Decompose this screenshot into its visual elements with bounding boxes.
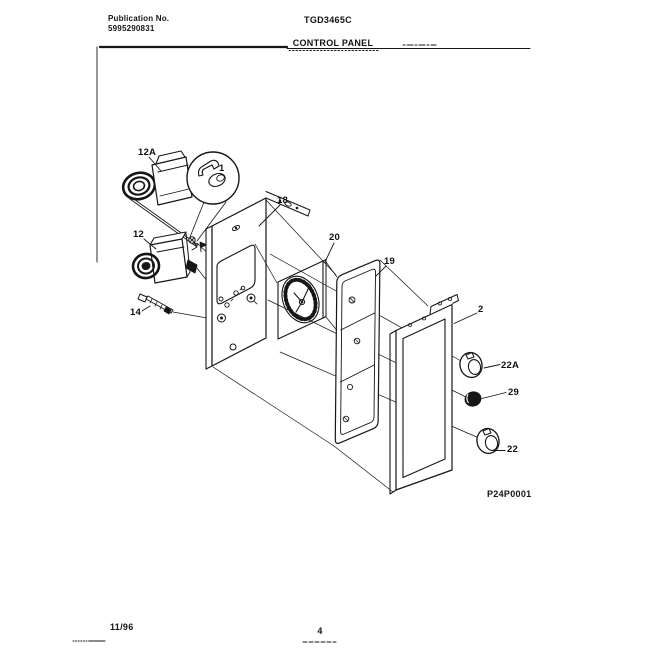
page-footer: 11/96 4	[72, 622, 337, 643]
leader-18	[258, 204, 281, 227]
knob-body	[459, 351, 483, 379]
callout-22a: 22A	[501, 360, 519, 371]
frame-opening	[402, 318, 446, 479]
leader-20	[324, 242, 335, 263]
model-number: TGD3465C	[304, 15, 352, 25]
capillary-coil	[121, 171, 157, 201]
knob-body	[476, 427, 500, 455]
panel-side-edge	[205, 225, 213, 370]
clip-part	[197, 159, 220, 177]
leader-22a	[483, 364, 501, 369]
part-knob-22a	[459, 351, 501, 379]
dial-tick-ring	[283, 277, 318, 322]
part-thermostat-12a	[121, 150, 200, 251]
panel-top-flange	[265, 191, 311, 217]
knob-pointer	[482, 428, 492, 436]
insert-dividers	[339, 312, 376, 383]
callout-12: 12	[133, 229, 144, 240]
panel-hole	[246, 293, 256, 303]
panel-cutout	[216, 244, 256, 305]
leader-14	[141, 305, 151, 312]
leader-12a	[148, 156, 162, 172]
frame-side-wall	[389, 329, 397, 495]
part-terminal-14	[137, 293, 208, 319]
part-timer-dial-20	[254, 242, 340, 340]
callout-29: 29	[508, 387, 519, 398]
part-knob-22	[476, 427, 506, 455]
projection-line-14	[172, 311, 208, 319]
page-number: 4	[317, 626, 322, 636]
dial-pointer	[293, 284, 311, 313]
insert-inner-border	[340, 268, 376, 435]
part-switch-12	[131, 231, 225, 304]
part-button-29	[464, 391, 507, 407]
part-console-insert-19	[334, 259, 387, 444]
balloon-leader-2	[196, 201, 227, 242]
knob-pointer	[465, 352, 475, 360]
callout-12a: 12A	[138, 147, 156, 158]
part-rear-panel-18	[205, 191, 311, 370]
revision-date: 11/96	[110, 622, 134, 632]
balloon-leader-1	[189, 201, 205, 238]
figure-code: P24P0001	[487, 489, 531, 499]
leader-29	[481, 392, 507, 399]
publication-label: Publication No.	[108, 14, 169, 23]
callout-1: 1	[219, 163, 225, 174]
callout-19: 19	[384, 256, 395, 267]
callout-20: 20	[329, 232, 340, 243]
thermostat-body	[151, 156, 193, 206]
switch-knob	[131, 252, 161, 280]
callout-2: 2	[478, 304, 483, 315]
leader-2	[453, 312, 478, 324]
thermostat-bracket	[155, 150, 186, 165]
button-body	[464, 391, 482, 407]
panel-hole	[217, 313, 226, 323]
terminal-body	[145, 295, 174, 314]
detail-balloon-1	[186, 151, 240, 242]
switch-shaft	[185, 259, 198, 274]
switch-body	[149, 238, 188, 284]
callout-22: 22	[507, 444, 518, 455]
leader-12	[143, 238, 157, 250]
callout-14: 14	[130, 307, 141, 318]
page-header: Publication No. 5995290831 TGD3465C CONT…	[96, 14, 531, 263]
leader-19	[375, 265, 387, 277]
part-console-frame-2	[389, 294, 478, 495]
callout-18: 18	[277, 195, 288, 206]
section-title: CONTROL PANEL	[293, 38, 374, 48]
insert-outer	[334, 259, 381, 444]
publication-number: 5995290831	[108, 24, 155, 33]
